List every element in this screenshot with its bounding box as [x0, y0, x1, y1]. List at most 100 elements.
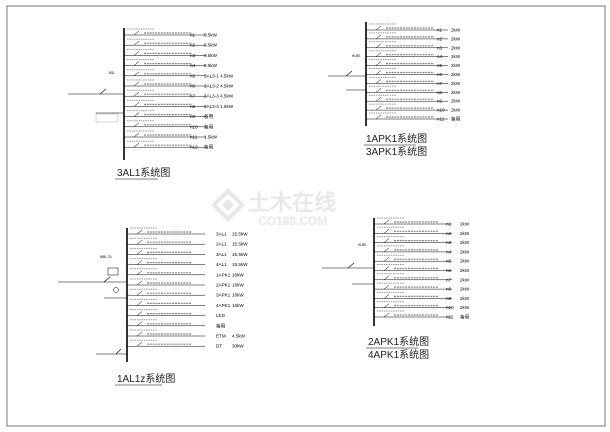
- feeder-code: n3: [437, 45, 443, 50]
- feeder-code: 4APK1: [216, 303, 231, 308]
- feeder-breaker: [133, 71, 140, 76]
- feeder-code: n10: [190, 124, 198, 129]
- feeder-breaker: [383, 266, 390, 271]
- feeder-code: n7: [437, 81, 443, 86]
- feeder-breaker: [136, 321, 143, 326]
- feeder-code: n4: [437, 54, 443, 59]
- feeder-code: 2AL1: [216, 242, 227, 247]
- feeder-code: n7: [446, 277, 452, 282]
- feeder-code: n12: [190, 145, 198, 150]
- feeder-code: n2: [446, 231, 452, 236]
- diagram-title-a: 2APK1系统图: [368, 335, 429, 348]
- feeder-breaker: [383, 219, 390, 225]
- feeder-code: n6: [190, 84, 196, 89]
- feeder-load: 15.5kW: [232, 252, 248, 257]
- incoming-breaker: [347, 262, 355, 269]
- feeder-load: 16kW: [232, 293, 244, 298]
- feeder-branch: n3 2kW: [366, 41, 461, 50]
- feeder-code: 3AL1: [216, 232, 227, 237]
- feeder-code: 3APK1: [216, 293, 231, 298]
- breaker-tag: BSL: [109, 71, 115, 75]
- feeder-breaker: [375, 52, 382, 57]
- feeder-breaker: [136, 270, 143, 275]
- meter-box: [107, 267, 119, 276]
- feeder-load: 2kW: [451, 81, 461, 86]
- breaker-tag: HLBE: [352, 54, 360, 58]
- feeder-breaker: [375, 70, 382, 75]
- feeder-breaker: [375, 25, 382, 31]
- feeder-load: 4.5kW: [232, 334, 246, 339]
- feeder-breaker: [136, 342, 143, 347]
- feeder-load: 16kW: [232, 283, 244, 288]
- feeder-load: 2kW: [451, 45, 461, 50]
- feeder-code: n11: [190, 135, 198, 140]
- diagram-title: 1AL1z系统图: [117, 372, 175, 385]
- feeder-breaker: [375, 61, 382, 66]
- watermark-text: 土木在线: [248, 190, 336, 215]
- feeder-code: n2: [437, 36, 443, 41]
- feeder-code: 备用: [216, 322, 226, 329]
- feeder-code: n11: [446, 315, 454, 320]
- feeder-code: n3: [446, 240, 452, 245]
- feeder-breaker: [136, 260, 143, 265]
- feeder-breaker: [375, 79, 382, 84]
- secondary-breaker: [115, 348, 122, 355]
- feeder-code: 1APK1: [216, 272, 231, 277]
- feeder-code: n4: [446, 249, 452, 254]
- feeder-code: n5: [446, 259, 452, 264]
- feeder-load: 2kW: [460, 259, 470, 264]
- feeder-load: 15.5kW: [232, 242, 248, 247]
- feeder-load: 30kW: [232, 344, 244, 349]
- feeder-load: 16kW: [232, 272, 244, 277]
- feeder-load: 备用: [204, 123, 214, 130]
- feeder-breaker: [383, 238, 390, 243]
- feeder-branch: n7 2kW: [366, 76, 461, 86]
- feeder-load: 2kW: [451, 36, 461, 41]
- feeder-breaker: [375, 114, 382, 120]
- feeder-breaker: [133, 51, 140, 56]
- feeder-breaker: [133, 102, 140, 107]
- feeder-branch: n1 2kW: [374, 217, 470, 227]
- diagram-title: 3AL1系统图: [117, 166, 170, 179]
- feeder-load: 2kW: [460, 231, 470, 236]
- feeder-load: 2kW: [460, 287, 470, 292]
- feeder-load: 15.5kW: [232, 262, 248, 267]
- feeder-code: 2APK1: [216, 283, 231, 288]
- feeder-code: n5: [437, 63, 443, 68]
- feeder-load: 16kW: [232, 303, 244, 308]
- feeder-code: DT: [216, 344, 222, 349]
- incoming-breaker: [99, 88, 107, 95]
- feeder-breaker: [383, 247, 390, 253]
- feeder-load: 备用: [451, 116, 461, 123]
- feeder-load: 2kW: [451, 63, 461, 68]
- feeder-breaker: [133, 112, 140, 117]
- feeder-breaker: [383, 312, 390, 318]
- feeder-breaker: [136, 229, 143, 235]
- feeder-breaker: [136, 301, 143, 306]
- feeder-code: n1: [446, 222, 452, 227]
- feeder-load: 1.5kW: [204, 135, 218, 140]
- breaker-tag: HLBE: [358, 243, 366, 247]
- feeder-load: 2kW: [460, 222, 470, 227]
- feeder-load: 备用: [460, 314, 470, 321]
- feeder-load: 2kW: [460, 268, 470, 273]
